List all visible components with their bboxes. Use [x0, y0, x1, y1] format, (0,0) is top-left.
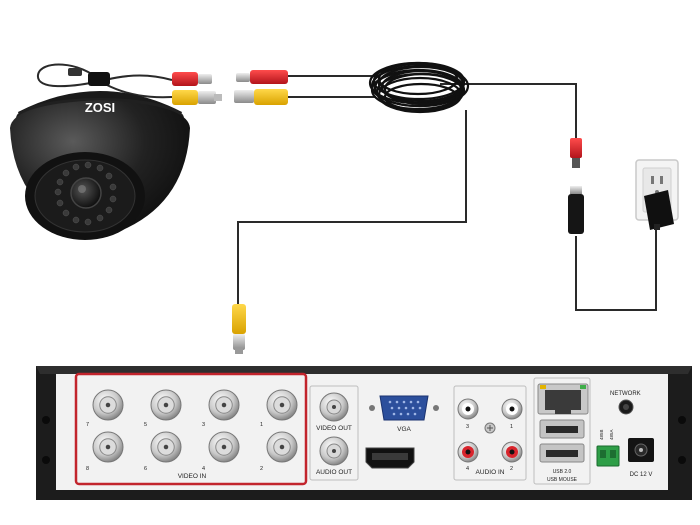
audio-in-port-label: 4	[466, 466, 469, 472]
usb-label-1: USB 2.0	[553, 469, 572, 475]
video-connector-male	[254, 89, 288, 105]
audio-in-port-label: 2	[510, 466, 513, 472]
rs485-label-a: 485A	[609, 429, 614, 440]
power-label: DC 12 V	[630, 472, 653, 478]
video-out-port[interactable]	[319, 392, 349, 422]
audio-in-port-3[interactable]	[457, 398, 479, 420]
power-connector-female	[172, 72, 198, 86]
audio-in-port-label: 1	[510, 424, 513, 430]
camera-lens	[70, 177, 102, 209]
network-port[interactable]	[537, 383, 589, 415]
audio-in-port-1[interactable]	[501, 398, 523, 420]
video-in-port-label: 7	[86, 422, 89, 428]
rs485-terminal[interactable]	[596, 445, 620, 467]
power-connector-male	[250, 70, 288, 84]
dome-camera: ZOSI	[10, 68, 190, 240]
video-out-label: VIDEO OUT	[316, 425, 352, 432]
video-connector-female	[172, 90, 198, 105]
network-label: NETWORK	[610, 391, 641, 397]
dvr-recorder: 7 8 5 6 3 4 1 2 VIDEO IN VIDEO OUT AUDIO OUT	[36, 366, 692, 500]
audio-in-port-4[interactable]	[457, 441, 479, 463]
video-in-label: VIDEO IN	[178, 473, 207, 480]
usb-port-2[interactable]	[539, 443, 585, 463]
audio-out-port[interactable]	[319, 436, 349, 466]
cable-wiring	[37, 63, 657, 311]
audio-in-port-2[interactable]	[501, 441, 523, 463]
video-in-port-5[interactable]	[150, 389, 182, 421]
audio-in-group: 3 1 4 2	[457, 398, 523, 472]
audio-in-port-label: 3	[466, 424, 469, 430]
dc-power-splitter	[568, 138, 584, 234]
reset-button[interactable]	[618, 399, 634, 415]
audio-out-label: AUDIO OUT	[316, 469, 352, 476]
video-in-port-1[interactable]	[266, 389, 298, 421]
video-in-port-label: 6	[144, 466, 147, 472]
hdmi-port[interactable]	[365, 447, 415, 469]
video-in-port-7[interactable]	[92, 389, 124, 421]
video-in-port-2[interactable]	[266, 431, 298, 463]
usb-label-2: USB MOUSE	[547, 477, 578, 483]
power-adapter	[644, 190, 674, 230]
usb-port-1[interactable]	[539, 419, 585, 439]
video-in-port-4[interactable]	[208, 431, 240, 463]
video-in-port-6[interactable]	[150, 431, 182, 463]
dc-power-port[interactable]	[628, 438, 654, 462]
video-in-port-label: 4	[202, 466, 205, 472]
audio-in-label: AUDIO IN	[476, 469, 505, 476]
vga-label: VGA	[397, 426, 411, 433]
video-bnc-plug	[232, 304, 246, 354]
video-in-port-label: 5	[144, 422, 147, 428]
video-in-port-label: 2	[260, 466, 263, 472]
video-in-highlight	[74, 372, 308, 486]
video-in-port-3[interactable]	[208, 389, 240, 421]
video-in-port-8[interactable]	[92, 431, 124, 463]
camera-connectors	[172, 70, 288, 105]
rs485-label-b: 485B	[599, 429, 604, 440]
cable-coil	[368, 61, 470, 114]
video-in-group: 7 8 5 6 3 4 1 2	[86, 389, 298, 472]
video-in-port-label: 3	[202, 422, 205, 428]
video-in-port-label: 1	[260, 422, 263, 428]
vga-port[interactable]	[369, 395, 439, 421]
camera-brand-label: ZOSI	[85, 100, 115, 115]
ir-led-ring	[54, 161, 117, 226]
video-in-port-label: 8	[86, 466, 89, 472]
